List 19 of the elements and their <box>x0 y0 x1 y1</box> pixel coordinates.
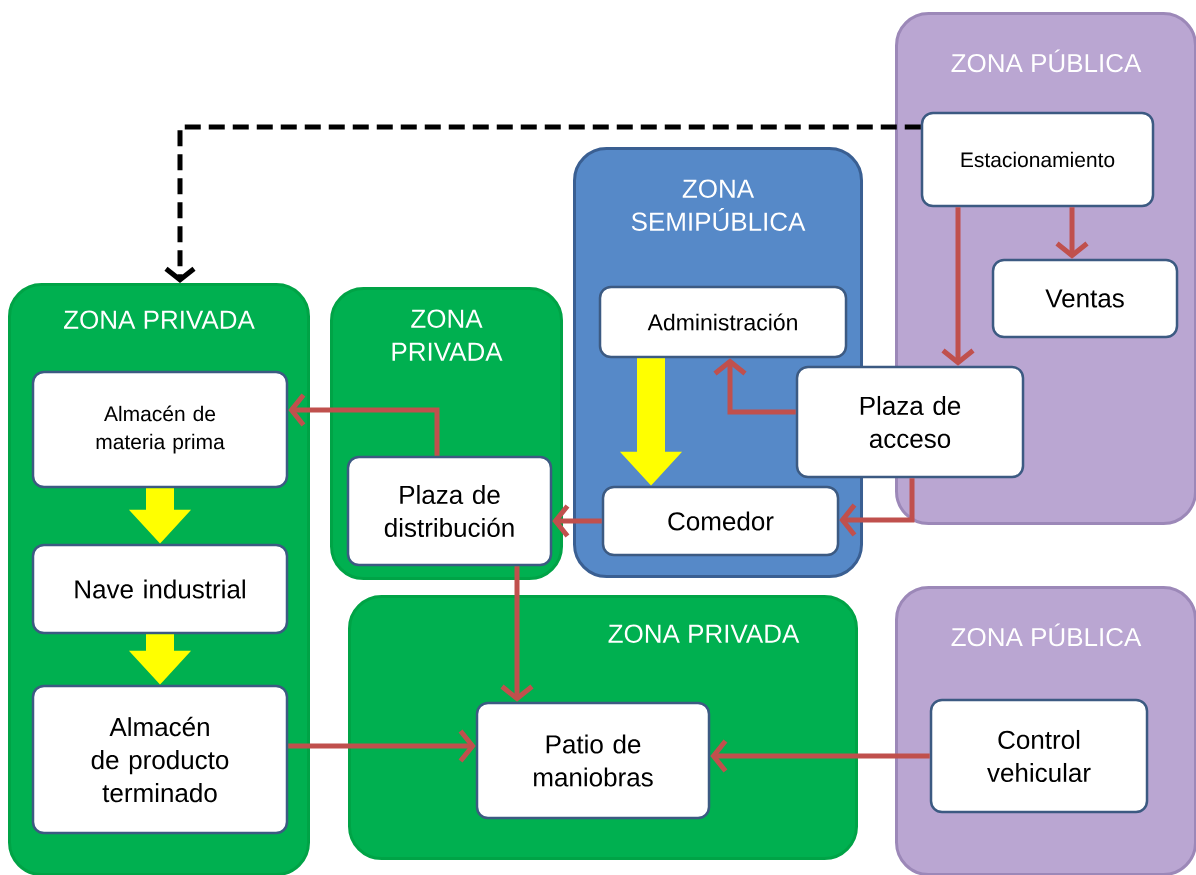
process-box: Plaza de acceso <box>795 365 1025 479</box>
dashed-arrow <box>164 124 921 283</box>
arrow <box>710 739 930 773</box>
process-box: Comedor <box>601 485 840 557</box>
process-box: Plaza de distribución <box>346 455 553 567</box>
process-box: Almacén de producto terminado <box>31 684 289 835</box>
process-box: Nave industrial <box>31 543 289 635</box>
arrow <box>839 478 915 537</box>
arrow <box>941 207 975 366</box>
process-box: Administración <box>598 285 848 359</box>
arrow <box>288 393 440 456</box>
process-box: Almacén de materia prima <box>31 370 289 489</box>
process-box: Control vehicular <box>929 698 1149 814</box>
process-box: Estacionamiento <box>920 111 1155 208</box>
arrow <box>500 566 534 702</box>
arrow <box>713 358 796 415</box>
process-box: Ventas <box>991 258 1179 339</box>
arrow <box>288 729 476 763</box>
process-box: Patio de maniobras <box>475 701 711 820</box>
